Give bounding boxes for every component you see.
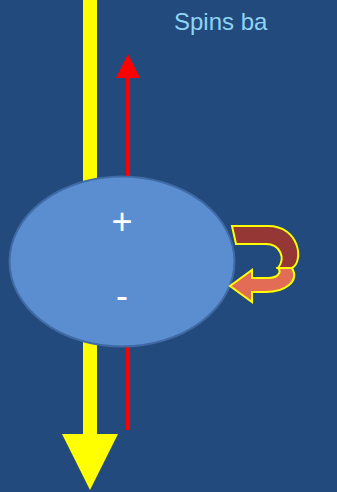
rotation-band-front <box>230 268 294 302</box>
charge-sign: + <box>111 204 132 240</box>
yellow-arrow-head <box>62 434 118 490</box>
rotation-band-back <box>232 226 298 268</box>
red-arrow-head <box>116 54 140 78</box>
ellipse-outline <box>8 175 236 348</box>
caption-text: Spins ba <box>174 8 267 36</box>
charge-sign: - <box>116 278 128 314</box>
spin-ellipse: +- <box>8 175 236 348</box>
